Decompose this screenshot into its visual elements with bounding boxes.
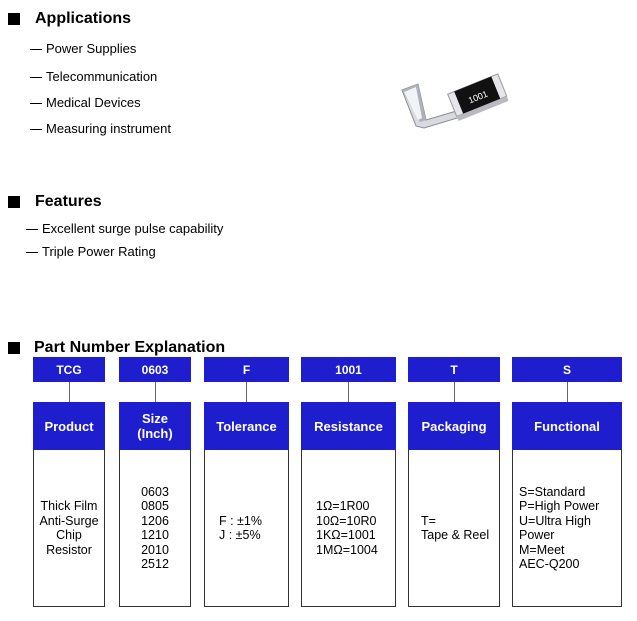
column-functional: Functional S=Standard P=High Power U=Ult… xyxy=(512,402,622,607)
connector-line xyxy=(348,382,349,403)
column-header: Functional xyxy=(512,402,622,450)
dash-icon xyxy=(30,49,42,51)
dash-icon xyxy=(26,229,38,231)
applications-title: Applications xyxy=(35,10,132,27)
list-item: Telecommunication xyxy=(30,69,157,84)
resistor-chip-image: 1001 xyxy=(401,73,509,129)
square-bullet-icon xyxy=(8,196,20,208)
code-box-packaging: T xyxy=(408,357,500,382)
column-packaging: Packaging T= Tape & Reel xyxy=(408,402,500,607)
column-product: Product Thick Film Anti-Surge Chip Resis… xyxy=(33,402,105,607)
connector-line xyxy=(567,382,568,403)
square-bullet-icon xyxy=(8,342,20,354)
code-box-tolerance: F xyxy=(204,357,289,382)
column-header: Resistance xyxy=(301,402,396,450)
code-box-functional: S xyxy=(512,357,622,382)
column-tolerance: Tolerance F : ±1% J : ±5% xyxy=(204,402,289,607)
column-body: T= Tape & Reel xyxy=(421,513,490,543)
column-body: S=Standard P=High Power U=Ultra High Pow… xyxy=(519,484,600,572)
column-body: Thick Film Anti-Surge Chip Resistor xyxy=(39,499,99,557)
column-header: Packaging xyxy=(408,402,500,450)
column-header: Size (Inch) xyxy=(119,402,191,450)
features-heading: Features xyxy=(8,193,102,211)
square-bullet-icon xyxy=(8,13,20,25)
dash-icon xyxy=(30,103,42,105)
column-header: Product xyxy=(33,402,105,450)
column-header: Tolerance xyxy=(204,402,289,450)
applications-heading: Applications xyxy=(8,10,131,28)
part-number-heading: Part Number Explanation xyxy=(8,339,225,357)
code-box-size: 0603 xyxy=(119,357,191,382)
list-item: Triple Power Rating xyxy=(26,244,156,259)
dash-icon xyxy=(26,252,38,254)
list-item: Power Supplies xyxy=(30,41,136,56)
connector-line xyxy=(155,382,156,403)
column-body: 1Ω=1R00 10Ω=10R0 1KΩ=1001 1MΩ=1004 xyxy=(316,499,378,557)
connector-line xyxy=(69,382,70,403)
column-body: F : ±1% J : ±5% xyxy=(219,513,262,543)
list-item: Excellent surge pulse capability xyxy=(26,221,223,236)
list-item: Measuring instrument xyxy=(30,121,171,136)
part-number-title: Part Number Explanation xyxy=(34,339,226,356)
code-box-resistance: 1001 xyxy=(301,357,396,382)
column-resistance: Resistance 1Ω=1R00 10Ω=10R0 1KΩ=1001 1MΩ… xyxy=(301,402,396,607)
dash-icon xyxy=(30,77,42,79)
connector-line xyxy=(246,382,247,403)
list-item: Medical Devices xyxy=(30,95,141,110)
code-box-product: TCG xyxy=(33,357,105,382)
column-body: 0603 0805 1206 1210 2010 2512 xyxy=(141,484,169,572)
connector-line xyxy=(454,382,455,403)
column-size: Size (Inch) 0603 0805 1206 1210 2010 251… xyxy=(119,402,191,607)
features-title: Features xyxy=(35,193,102,210)
dash-icon xyxy=(30,129,42,131)
